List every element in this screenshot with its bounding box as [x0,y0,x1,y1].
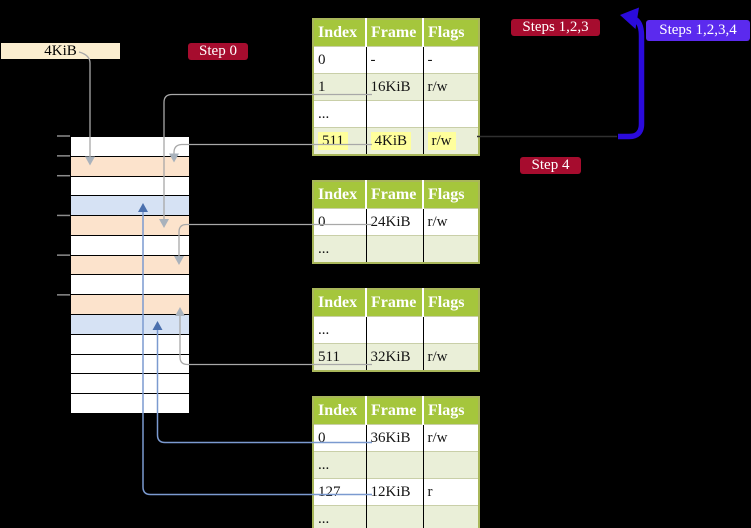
table-cell [366,505,424,528]
memory-row-free [71,354,189,375]
frame-size-label: 4KiB [1,43,120,59]
highlighted-entry-text: 511 [318,131,348,150]
table-cell: 1 [313,73,367,101]
table-cell [423,316,479,344]
table-header-cell: Index [313,397,367,425]
table-cell: 4KiB [366,127,424,155]
table-cell: ... [313,235,367,263]
table-cell: 12KiB [366,478,424,506]
table-row: ... [313,316,479,344]
highlighted-entry-text: r/w [427,131,456,150]
memory-row-pagetable [71,156,189,177]
steps-123-badge: Steps 1,2,3 [511,19,600,36]
memory-row-page [71,196,189,217]
recursive-loop-arrow [618,15,645,140]
table-cell: 16KiB [366,73,424,101]
memory-row-pagetable [71,255,189,276]
table-cell [366,316,424,344]
table-header-cell: Frame [366,181,424,209]
table-header-cell: Index [313,289,367,317]
memory-row-page [71,315,189,335]
table-header-cell: Index [313,181,367,209]
table-cell [423,100,479,128]
table-cell: r [423,478,479,506]
memory-row-free [71,374,189,395]
memory-row-pagetable [71,295,189,316]
highlighted-entry-text: 4KiB [370,131,412,150]
table-cell: 511 [313,343,367,371]
recursive-loop-arrowhead [620,7,639,29]
table-row: ... [313,235,479,263]
table-cell: ... [313,316,367,344]
table-cell: - [423,46,479,74]
table-header-cell: Flags [423,289,479,317]
table-header-cell: Flags [423,397,479,425]
table-header-cell: Index [313,19,367,47]
table-cell: r/w [423,424,479,452]
step-4-badge: Step 4 [520,157,581,174]
steps-1234-badge: Steps 1,2,3,4 [646,20,750,41]
table-row: ... [313,100,479,128]
table-header-cell: Frame [366,289,424,317]
table-cell: 127 [313,478,367,506]
table-cell: r/w [423,208,479,236]
table-cell: r/w [423,73,479,101]
table-header-cell: Frame [366,397,424,425]
table-cell [366,100,424,128]
table-header-cell: Frame [366,19,424,47]
memory-row-free [71,176,189,197]
table-row: 511 4KiB r/w [313,127,479,155]
table-row: ... [313,451,479,479]
memory-row-free [71,334,189,355]
table-cell: r/w [423,343,479,371]
table-cell: ... [313,100,367,128]
table-cell: 24KiB [366,208,424,236]
table-cell: 0 [313,424,367,452]
table-cell: 0 [313,46,367,74]
table-header-cell: Flags [423,19,479,47]
memory-row-free [71,137,189,157]
table-cell [366,235,424,263]
table-cell: r/w [423,127,479,155]
table-cell: 511 [313,127,367,155]
table-cell [423,235,479,263]
step-0-badge: Step 0 [188,43,248,60]
memory-row-free [71,235,189,256]
table-cell: 0 [313,208,367,236]
table-cell [366,451,424,479]
memory-row-free [71,275,189,296]
table-cell: 32KiB [366,343,424,371]
table-cell: - [366,46,424,74]
table-cell [423,505,479,528]
physical-memory-column [70,136,190,414]
table-row: 0-- [313,46,479,74]
table-cell: 36KiB [366,424,424,452]
table-cell [423,451,479,479]
table-row: ... [313,505,479,528]
table-cell: ... [313,451,367,479]
table-cell: ... [313,505,367,528]
memory-row-free [71,394,189,413]
memory-row-pagetable [71,216,189,236]
table-header-cell: Flags [423,181,479,209]
